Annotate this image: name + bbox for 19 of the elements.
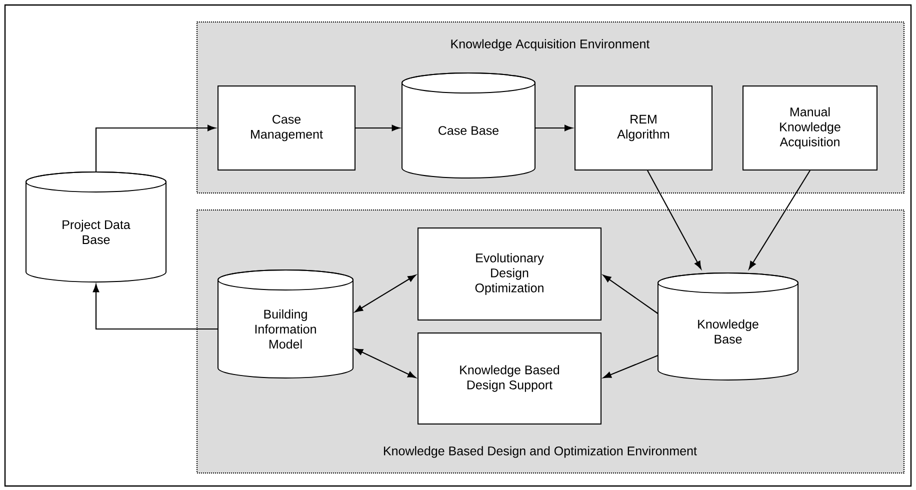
- arrow: [748, 170, 810, 270]
- arrow: [354, 348, 416, 378]
- process-box: Knowledge Based Design Support: [418, 332, 602, 424]
- process-box: Case Management: [218, 86, 356, 170]
- process-box: Manual Knowledge Acquisition: [742, 86, 878, 170]
- database-cylinder: Knowledge Base: [658, 272, 798, 380]
- database-cylinder: Building Information Model: [218, 270, 354, 378]
- arrow: [602, 274, 658, 314]
- arrow: [603, 354, 658, 378]
- arrow: [535, 124, 573, 132]
- arrow: [647, 170, 702, 270]
- arrow: [95, 124, 216, 172]
- database-cylinder: Project Data Base: [26, 172, 166, 282]
- arrow: [92, 284, 218, 330]
- database-cylinder: Case Base: [402, 72, 536, 178]
- arrow: [356, 124, 400, 132]
- process-box: REM Algorithm: [574, 86, 712, 170]
- process-box: Evolutionary Design Optimization: [418, 228, 602, 320]
- arrow: [354, 274, 416, 312]
